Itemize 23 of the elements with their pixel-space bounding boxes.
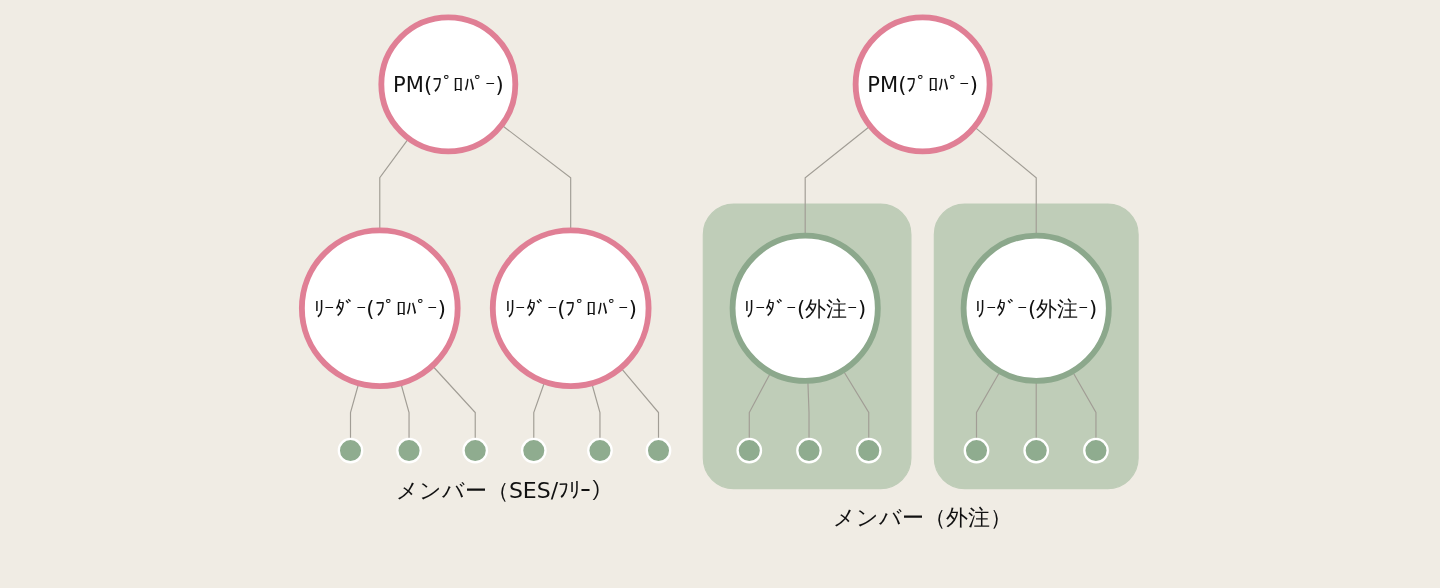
node-circle (645, 437, 672, 464)
node-circle (337, 437, 364, 464)
node-circle (396, 437, 422, 464)
node-circle: ﾘｰﾀﾞｰ(外注ｰ) (960, 232, 1112, 384)
node-circle (1023, 437, 1050, 464)
node-circle: ﾘｰﾀﾞｰ(外注ｰ) (729, 232, 881, 384)
cluster (933, 203, 1139, 490)
node-circle (796, 437, 822, 464)
node-circle (520, 437, 547, 464)
node-circle (855, 437, 882, 464)
node-circle: PM(ﾌﾟﾛﾊﾟｰ) (378, 14, 519, 155)
node-circle (963, 437, 990, 464)
connector (620, 367, 660, 440)
node-circle (587, 437, 613, 464)
node-circle (1083, 437, 1109, 464)
group-caption: メンバー（SES/ﾌﾘｰ） (395, 477, 614, 506)
node-circle (462, 437, 489, 464)
group-caption: メンバー（外注） (833, 503, 1013, 532)
node-circle: PM(ﾌﾟﾛﾊﾟｰ) (852, 14, 993, 155)
node-circle: ﾘｰﾀﾞｰ(ﾌﾟﾛﾊﾟｰ) (298, 227, 461, 390)
node-circle: ﾘｰﾀﾞｰ(ﾌﾟﾛﾊﾟｰ) (489, 227, 652, 390)
connector (431, 365, 476, 440)
node-circle (736, 437, 763, 464)
